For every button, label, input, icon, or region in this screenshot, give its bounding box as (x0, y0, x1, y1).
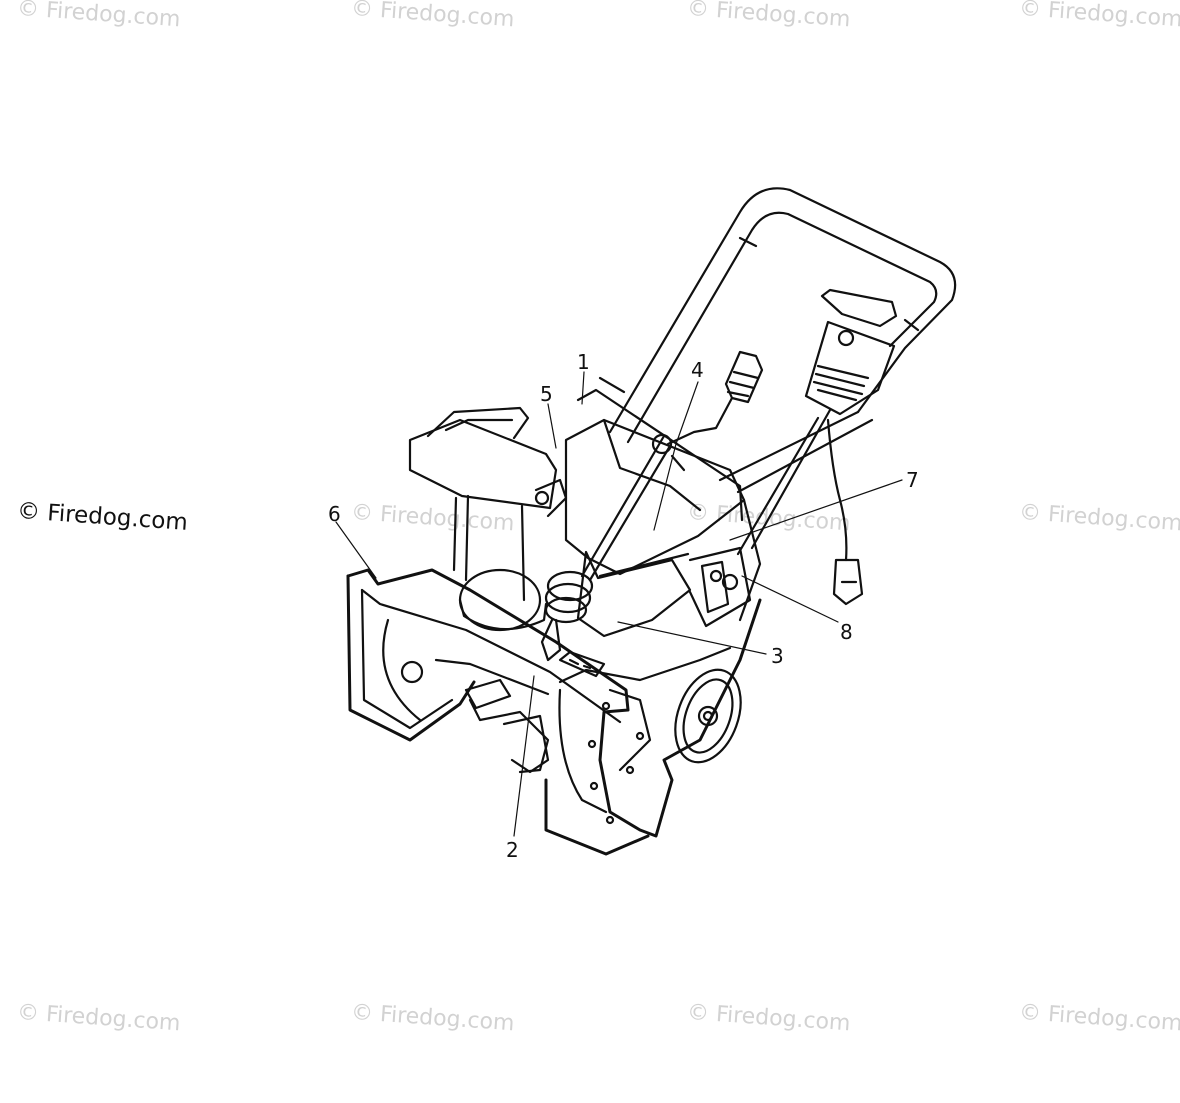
callout-3: 3 (771, 644, 784, 668)
callout-leaders (335, 371, 903, 837)
callout-7: 7 (906, 468, 919, 492)
callout-4: 4 (691, 358, 704, 382)
callout-5: 5 (540, 382, 553, 406)
auger-housing (346, 568, 762, 856)
discharge-chute (408, 406, 568, 602)
power-cord (826, 418, 864, 606)
callout-8: 8 (840, 620, 853, 644)
callout-2: 2 (506, 838, 519, 862)
callout-1: 1 (577, 350, 590, 374)
switch-box (804, 288, 898, 416)
auger-housing-inner (360, 568, 732, 825)
frame-tube (576, 376, 832, 556)
wheel (674, 668, 742, 764)
chute-crank (540, 350, 764, 662)
callout-6: 6 (328, 502, 341, 526)
handle-bar (608, 187, 957, 494)
auger-blades (464, 678, 550, 774)
engine-housing (564, 418, 762, 638)
